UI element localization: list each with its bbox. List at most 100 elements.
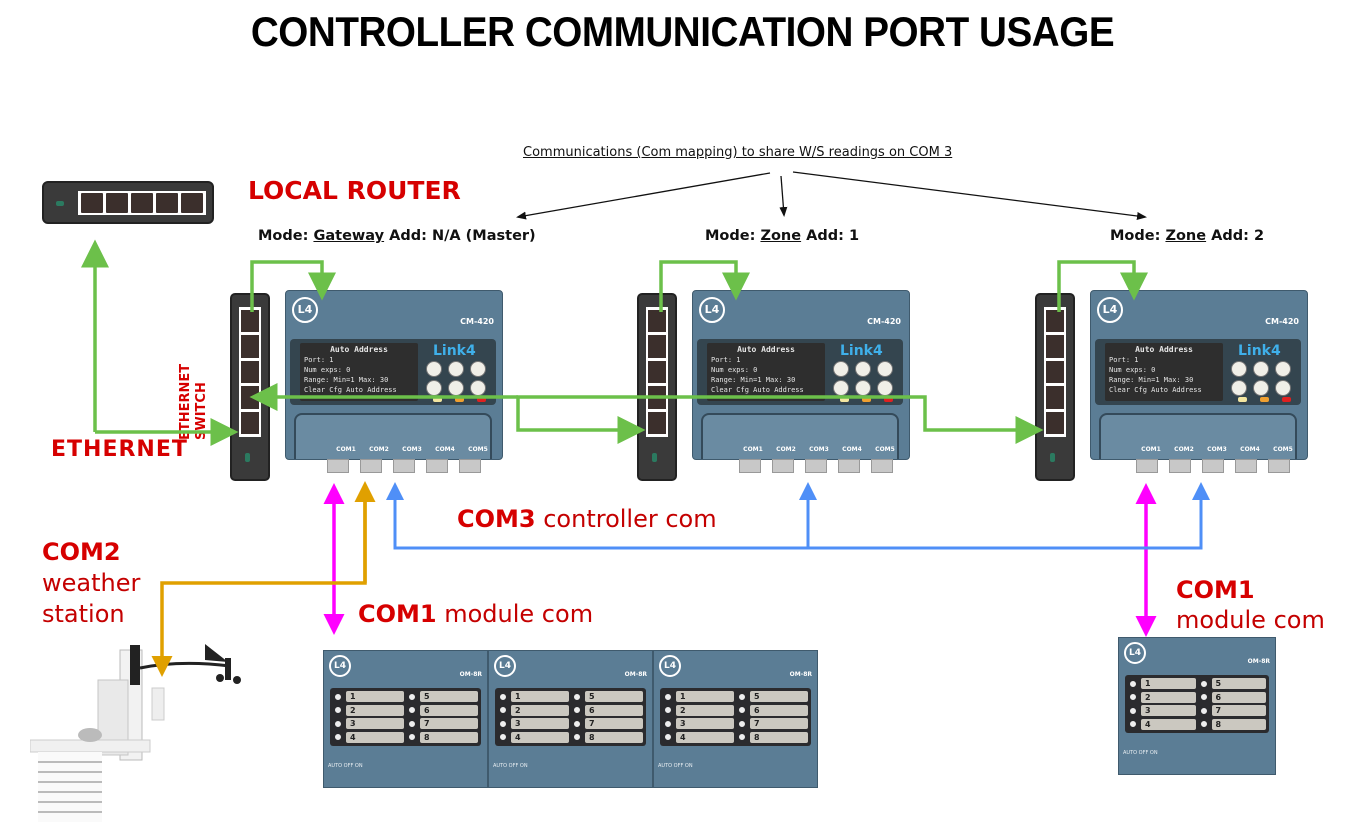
output-knob-icon	[1198, 705, 1209, 716]
output-knob-icon	[407, 718, 417, 729]
key-right-icon	[470, 380, 486, 396]
link4-logo-icon: L4	[292, 297, 318, 323]
output-knob-icon	[1198, 692, 1209, 703]
com-terminals-zone-1	[739, 459, 893, 473]
key-left-icon	[1231, 380, 1247, 396]
softkey-b-icon	[1260, 397, 1269, 402]
diagram-title: CONTROLLER COMMUNICATION PORT USAGE	[250, 8, 1115, 55]
output-knob-icon	[498, 705, 508, 716]
com3-label: COM3 controller com	[457, 505, 717, 533]
com-port-label: COM2	[1174, 446, 1194, 453]
output-knob-icon	[407, 732, 417, 743]
com-port-label: COM5	[468, 446, 488, 453]
com-port-label: COM5	[1273, 446, 1293, 453]
brand-label: Link4	[840, 343, 883, 359]
output-knob-icon	[737, 691, 747, 702]
output-knob-icon	[1128, 678, 1138, 689]
softkey-a-icon	[1238, 397, 1247, 402]
output-knob-icon	[333, 718, 343, 729]
com-port-label: COM2	[369, 446, 389, 453]
softkey-b-icon	[862, 397, 871, 402]
output-module-3: L4 OM-8R 1 5 2 6 3 7 4 8 AUTO OFF ON	[653, 650, 818, 788]
key-back-icon	[833, 361, 849, 377]
link4-logo-icon: L4	[494, 655, 516, 677]
controller-zone-1: L4 CM-420 Auto Address Port: 1 Num exps:…	[692, 290, 910, 460]
output-knob-icon	[498, 732, 508, 743]
key-down-icon	[855, 380, 871, 396]
switch-led-icon	[1050, 453, 1055, 462]
local-router-label: LOCAL ROUTER	[248, 176, 461, 205]
output-knob-icon	[737, 705, 747, 716]
output-knob-icon	[333, 705, 343, 716]
controller-screen: Auto Address Port: 1 Num exps: 0 Range: …	[1105, 343, 1223, 401]
output-knob-icon	[737, 732, 747, 743]
link4-logo-icon: L4	[1097, 297, 1123, 323]
com-port-label: COM1	[743, 446, 763, 453]
com-port-label: COM5	[875, 446, 895, 453]
controller-screen: Auto Address Port: 1 Num exps: 0 Range: …	[707, 343, 825, 401]
key-enter-icon	[470, 361, 486, 377]
softkey-a-icon	[433, 397, 442, 402]
output-knob-icon	[1128, 719, 1138, 730]
key-up-icon	[855, 361, 871, 377]
softkey-c-icon	[1282, 397, 1291, 402]
keypad	[833, 361, 897, 396]
controller-gateway: L4 CM-420 Auto Address Port: 1 Num exps:…	[285, 290, 503, 460]
output-knob-icon	[572, 691, 582, 702]
key-down-icon	[448, 380, 464, 396]
softkey-c-icon	[477, 397, 486, 402]
mapping-arrow-zone-1	[779, 175, 788, 217]
com-port-label: COM1	[336, 446, 356, 453]
softkey-c-icon	[884, 397, 893, 402]
key-enter-icon	[1275, 361, 1291, 377]
key-back-icon	[426, 361, 442, 377]
link4-logo-icon: L4	[329, 655, 351, 677]
ethernet-switch-label: ETHERNET SWITCH	[178, 363, 209, 440]
keypad	[426, 361, 490, 396]
keypad	[1231, 361, 1295, 396]
controller-mode-label-gateway: Mode: Gateway Add: N/A (Master)	[258, 228, 536, 244]
output-knob-icon	[407, 705, 417, 716]
link4-logo-icon: L4	[699, 297, 725, 323]
controller-model: CM-420	[460, 317, 494, 326]
switch-led-icon	[245, 453, 250, 462]
key-left-icon	[833, 380, 849, 396]
controller-screen: Auto Address Port: 1 Num exps: 0 Range: …	[300, 343, 418, 401]
ethernet-label: ETHERNET	[51, 437, 188, 462]
key-back-icon	[1231, 361, 1247, 377]
com-mapping-note: Communications (Com mapping) to share W/…	[523, 145, 953, 160]
com-port-label: COM3	[809, 446, 829, 453]
output-knob-icon	[663, 732, 673, 743]
router-ports	[78, 191, 206, 215]
output-knob-icon	[407, 691, 417, 702]
output-knob-icon	[572, 732, 582, 743]
com-port-label: COM3	[1207, 446, 1227, 453]
output-knob-icon	[663, 691, 673, 702]
com-port-label: COM1	[1141, 446, 1161, 453]
key-enter-icon	[877, 361, 893, 377]
output-knob-icon	[1198, 719, 1209, 730]
output-knob-icon	[1128, 705, 1138, 716]
output-knob-icon	[663, 705, 673, 716]
module-model: OM-8R	[459, 671, 482, 678]
com-port-label: COM4	[1240, 446, 1260, 453]
com-terminals-zone-2	[1136, 459, 1290, 473]
local-router-device	[42, 181, 214, 224]
com-port-label: COM4	[842, 446, 862, 453]
controller-model: CM-420	[1265, 317, 1299, 326]
link4-logo-icon: L4	[1124, 642, 1146, 664]
output-module-1: L4 OM-8R 1 5 2 6 3 7 4 8 AUTO OFF ON	[323, 650, 488, 788]
weather-station-icon	[30, 640, 290, 825]
softkey-a-icon	[840, 397, 849, 402]
com-port-label: COM2	[776, 446, 796, 453]
controller-model: CM-420	[867, 317, 901, 326]
module-model: OM-8R	[624, 671, 647, 678]
module-model: OM-8R	[789, 671, 812, 678]
com-terminals-gateway	[327, 459, 481, 473]
com-port-label: COM4	[435, 446, 455, 453]
output-knob-icon	[333, 732, 343, 743]
key-down-icon	[1253, 380, 1269, 396]
key-up-icon	[448, 361, 464, 377]
